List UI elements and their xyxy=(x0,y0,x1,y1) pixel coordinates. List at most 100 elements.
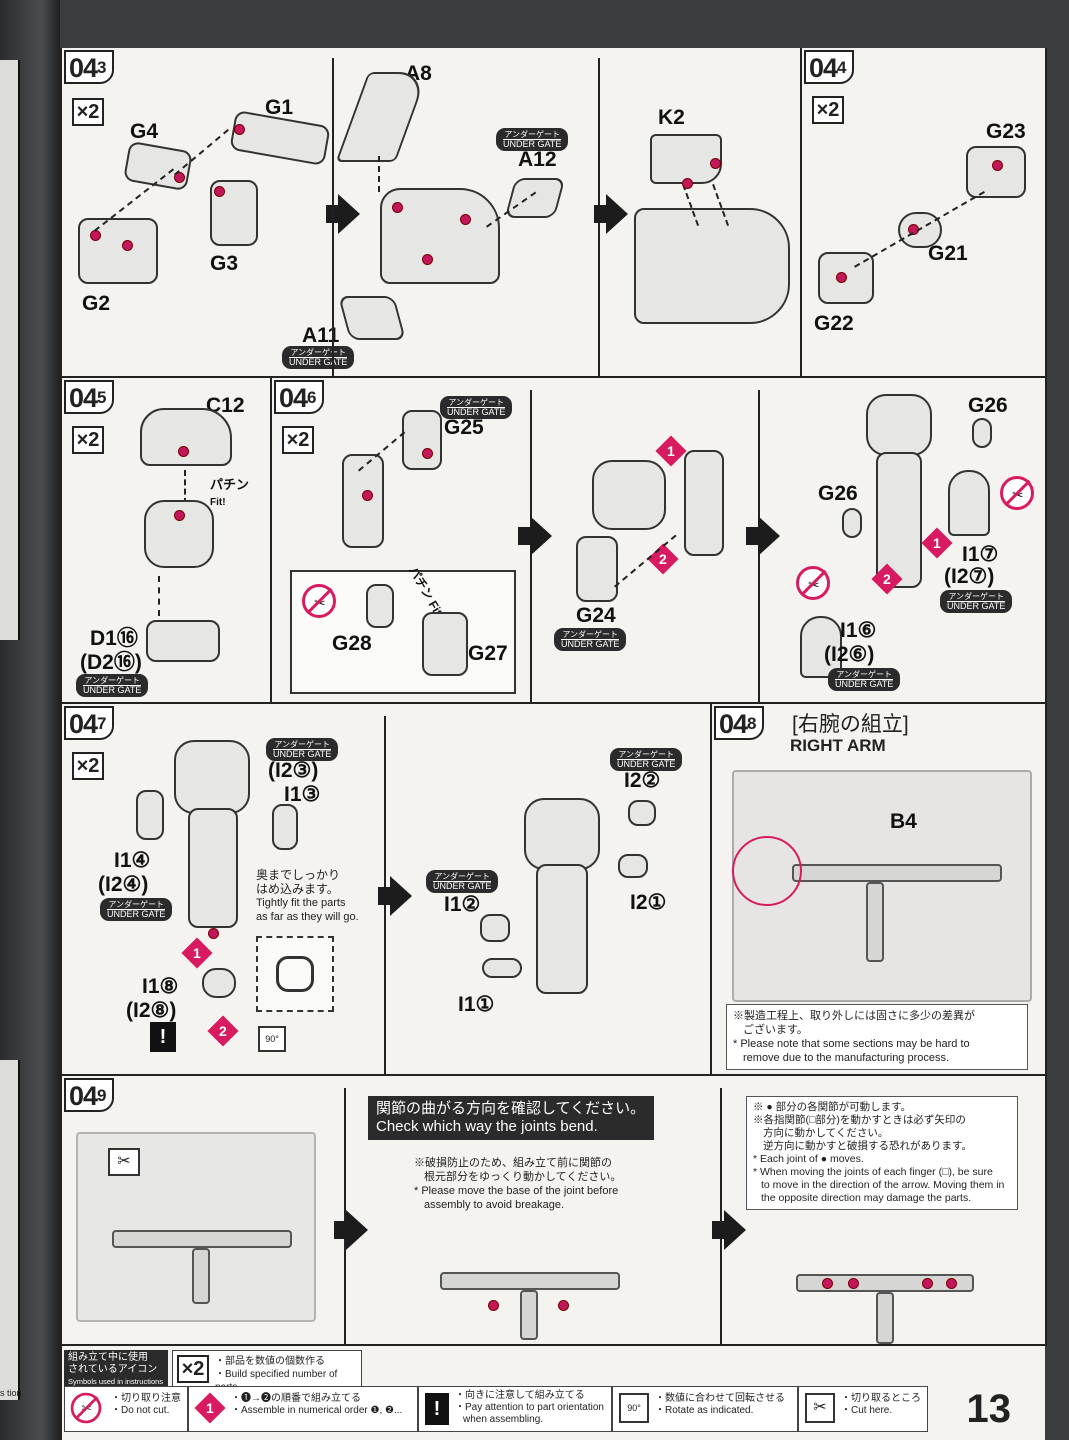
part-c12-drawing xyxy=(140,408,232,466)
part-label-g22: G22 xyxy=(814,312,854,335)
part-i16-drawing xyxy=(800,616,842,678)
legend-x2: ×2 ・部品を数値の個数作る・Build specified number of… xyxy=(172,1350,362,1393)
step-label: 048 xyxy=(714,706,764,740)
part-label-i23: (I2③) xyxy=(268,759,319,782)
upper-arm-drawing xyxy=(866,394,932,456)
part-g24-drawing xyxy=(576,536,618,602)
next-arrow-7 xyxy=(712,1210,746,1250)
part-label-i27: (I2⑦) xyxy=(944,565,995,588)
part-label-i18: I1⑧ xyxy=(142,975,179,998)
part-label-i17: I1⑦ xyxy=(962,543,999,566)
step-title-en: RIGHT ARM xyxy=(790,736,886,755)
multiply-icon: ×2 xyxy=(72,752,104,780)
part-label-i14: I1④ xyxy=(114,849,151,872)
next-arrow-5 xyxy=(378,876,412,916)
step-title-jp: [右腕の組立] xyxy=(792,713,909,736)
detail-circle xyxy=(256,936,334,1012)
cut-here-icon: ✂ xyxy=(805,1393,835,1423)
next-arrow-3 xyxy=(518,516,552,556)
multiply-icon: ×2 xyxy=(282,426,314,454)
step-label: 046 xyxy=(274,380,324,414)
part-label-i21: I2① xyxy=(630,891,667,914)
part-g27-drawing xyxy=(422,612,468,676)
part-g23-drawing xyxy=(966,146,1026,198)
previous-page-edge-lower xyxy=(0,1060,20,1400)
do-not-cut-icon-2: ✂ xyxy=(796,566,830,600)
part-label-g25: G25 xyxy=(444,416,484,439)
part-d1-drawing xyxy=(146,620,220,662)
caution-icon: ! xyxy=(150,1022,176,1052)
elbow-base-drawing xyxy=(342,454,384,548)
do-not-cut-icon: ✂ xyxy=(302,584,336,618)
part-a8-drawing xyxy=(335,72,429,162)
step-label: 045 xyxy=(64,380,114,414)
part-label-d1: D1⑯ xyxy=(90,627,138,650)
hand-part-b4-stem xyxy=(866,882,884,962)
caution-icon: ! xyxy=(425,1393,449,1425)
shoulder-armor-drawing xyxy=(634,208,790,324)
part-label-i26: (I2⑥) xyxy=(824,643,875,666)
multiply-icon: ×2 xyxy=(177,1355,209,1383)
arm-body-drawing xyxy=(188,808,238,928)
order-step-1c: 1 xyxy=(181,937,213,969)
part-a11-drawing xyxy=(338,296,406,340)
detail-inset xyxy=(290,570,516,694)
part-i22-drawing xyxy=(628,800,656,826)
part-label-a12: A12 xyxy=(518,148,557,171)
part-g26-left-drawing xyxy=(842,508,862,538)
cut-highlight-circle xyxy=(732,836,802,906)
next-arrow-4 xyxy=(746,516,780,556)
legend-order: 1 ・❶→❷の順番で組み立てる・Assemble in numerical or… xyxy=(188,1386,418,1432)
part-label-g23: G23 xyxy=(986,120,1026,143)
forearm-upper-drawing xyxy=(524,798,600,870)
part-label-g4: G4 xyxy=(130,120,159,143)
part-g28-drawing xyxy=(366,584,394,628)
part-a12-drawing xyxy=(504,178,566,218)
part-label-g3: G3 xyxy=(210,252,239,275)
part-label-i11: I1① xyxy=(458,993,495,1016)
part-label-g26-left: G26 xyxy=(818,482,858,505)
part-label-g27: G27 xyxy=(468,642,508,665)
legend-rotate: 90° ・数値に合わせて回転させる・Rotate as indicated. xyxy=(612,1386,798,1432)
do-not-cut-icon: ✂ xyxy=(70,1392,102,1424)
part-label-i28: (I2⑧) xyxy=(126,999,177,1022)
part-label-i24: (I2④) xyxy=(98,873,149,896)
part-i13-drawing xyxy=(272,804,298,850)
step-label: 047 xyxy=(64,706,114,740)
forearm-body-drawing xyxy=(536,864,588,994)
do-not-cut-icon-3: ✂ xyxy=(1000,476,1034,510)
part-label-i13: I1③ xyxy=(284,783,321,806)
part-i17-drawing xyxy=(948,470,990,536)
part-g1-drawing xyxy=(229,109,331,167)
part-label-g2: G2 xyxy=(82,292,111,315)
edge-text: s tion xyxy=(0,1388,22,1398)
order-icon: 1 xyxy=(194,1392,226,1424)
part-label-i16: I1⑥ xyxy=(840,619,877,642)
step-04-9-panel: 049 ✂ 関節の曲がる方向を確認してください。Check which way … xyxy=(62,1076,1047,1346)
joint-movement-note: ※ ● 部分の各関節が可動します。※各指関節(□部分)を動かすときは必ず矢印の … xyxy=(746,1096,1018,1210)
multiply-icon: ×2 xyxy=(812,96,844,124)
part-i18-drawing xyxy=(202,968,236,998)
joint-check-title: 関節の曲がる方向を確認してください。Check which way the jo… xyxy=(368,1096,654,1140)
legend-cut-here: ✂ ・切り取るところ・Cut here. xyxy=(798,1386,928,1432)
legend-orientation: ! ・向きに注意して組み立てる・Pay attention to part or… xyxy=(418,1386,612,1432)
order-step-1: 1 xyxy=(655,435,687,467)
elbow-frame-drawing xyxy=(684,450,724,556)
hand-part-b4 xyxy=(792,864,1002,882)
part-label-i22: I2② xyxy=(624,769,661,792)
manufacturing-note: ※製造工程上、取り外しには固さに多少の差異がございます。 * Please no… xyxy=(726,1004,1028,1070)
